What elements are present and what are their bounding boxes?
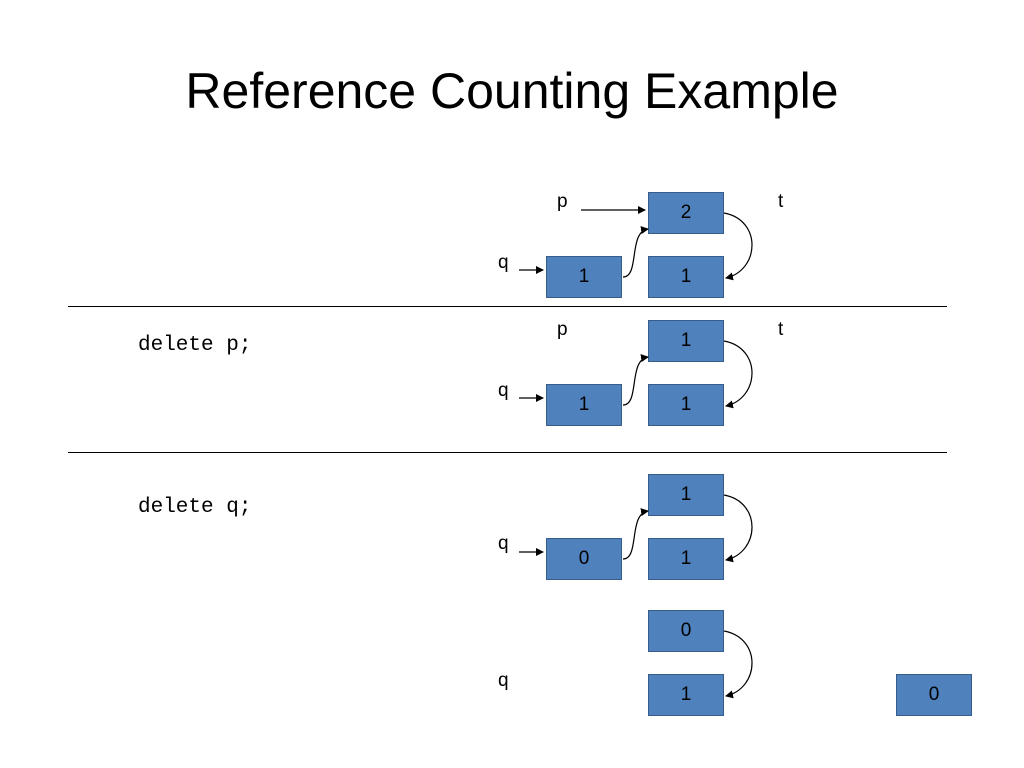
stage-divider bbox=[68, 306, 947, 307]
arrow-target-to-t-object bbox=[723, 340, 753, 409]
pointer-p-label: p bbox=[557, 319, 568, 340]
object-node-q: 1 bbox=[546, 384, 622, 426]
arrow-target-to-t-object bbox=[723, 630, 753, 699]
pointer-q-label: q bbox=[498, 252, 509, 273]
object-node-t: 1 bbox=[648, 256, 724, 298]
object-node-freed: 0 bbox=[896, 674, 972, 716]
arrow-q-object-to-target bbox=[622, 226, 649, 278]
object-node-target: 2 bbox=[648, 192, 724, 234]
object-node-t: 1 bbox=[648, 384, 724, 426]
slide-title: Reference Counting Example bbox=[185, 63, 839, 119]
object-node-q: 1 bbox=[546, 256, 622, 298]
object-node-target: 1 bbox=[648, 320, 724, 362]
pointer-t-label: t bbox=[778, 191, 784, 212]
object-node-t: 1 bbox=[648, 538, 724, 580]
pointer-q-label: q bbox=[498, 670, 509, 691]
pointer-t-label: t bbox=[778, 319, 784, 340]
pointer-q-label: q bbox=[498, 380, 509, 401]
arrow-q-object-to-target bbox=[622, 508, 649, 560]
pointer-p-label: p bbox=[557, 191, 568, 212]
object-node-t: 1 bbox=[648, 674, 724, 716]
arrow-target-to-t-object bbox=[723, 212, 753, 281]
code-line-delete-p: delete p; bbox=[138, 334, 252, 357]
stage-divider bbox=[68, 452, 947, 453]
code-line-delete-q: delete q; bbox=[138, 496, 252, 519]
arrow-target-to-t-object bbox=[723, 494, 753, 563]
arrow-q-object-to-target bbox=[622, 354, 649, 406]
pointer-q-label: q bbox=[498, 533, 509, 554]
object-node-q: 0 bbox=[546, 538, 622, 580]
object-node-target: 1 bbox=[648, 474, 724, 516]
object-node-target: 0 bbox=[648, 610, 724, 652]
